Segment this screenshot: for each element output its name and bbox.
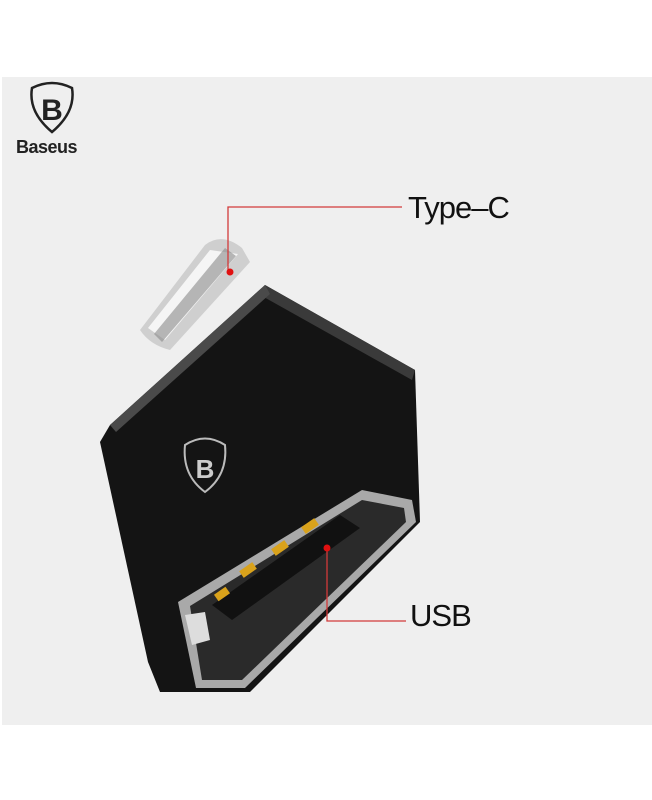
usb-contacts	[213, 518, 319, 602]
baseus-logo-icon: B	[30, 81, 74, 134]
adapter-body: B	[100, 285, 420, 692]
usb-label: USB	[410, 598, 472, 633]
svg-text:B: B	[196, 454, 215, 484]
type-c-label: Type–C	[408, 190, 510, 225]
brand-name: Baseus	[16, 137, 78, 157]
type-c-plug	[140, 239, 250, 350]
type-c-callout-line	[226, 206, 402, 276]
usb-callout-line	[323, 544, 406, 622]
svg-text:B: B	[41, 94, 63, 127]
